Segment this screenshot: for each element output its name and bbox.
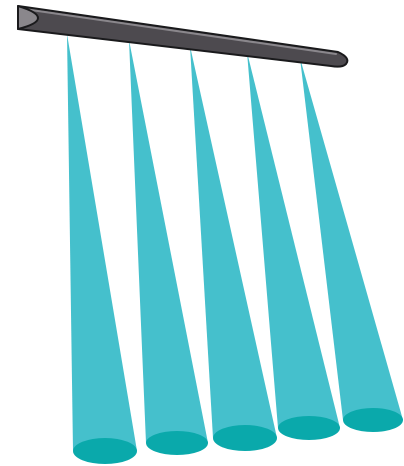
light-beam-cone [67,34,137,451]
light-beam-end [213,425,277,451]
light-beam-end [278,416,340,440]
light-beam-1 [67,34,137,464]
light-beam-end [343,408,403,432]
light-beam-end [146,431,208,455]
light-beams [67,34,403,464]
light-beam-end [73,438,137,464]
